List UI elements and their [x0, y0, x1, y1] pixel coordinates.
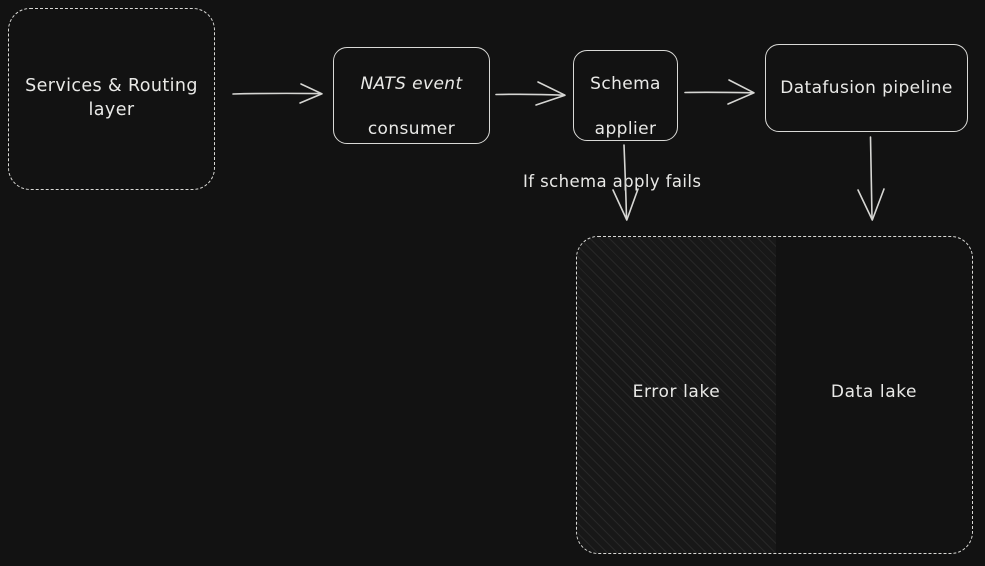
region-data-lake[interactable]: Data lake	[776, 237, 972, 553]
node-datafusion-pipeline[interactable]: Datafusion pipeline	[765, 44, 968, 132]
arrow-services-to-nats	[232, 83, 323, 104]
region-data-lake-label: Data lake	[830, 382, 918, 402]
node-nats-line2: consumer	[367, 119, 456, 140]
node-datafusion-pipeline-label: Datafusion pipeline	[780, 77, 953, 98]
lakes-container[interactable]: Error lake Data lake	[576, 236, 973, 554]
arrow-nats-to-schema-applier	[495, 81, 566, 106]
node-nats-event-consumer-label: NATS event consumer	[334, 50, 489, 142]
node-schema-applier-line1: Schema	[590, 73, 661, 94]
node-services-routing-layer-label: Services & Routing layer	[25, 76, 198, 120]
node-nats-event-consumer[interactable]: NATS event consumer	[333, 47, 490, 144]
node-nats-line1: NATS event	[360, 73, 463, 94]
edge-label-if-schema-apply-fails: If schema apply fails	[523, 172, 702, 191]
node-schema-applier-label: Schema applier	[574, 50, 677, 142]
region-error-lake-label: Error lake	[632, 382, 721, 402]
arrow-schema-applier-to-datafusion	[684, 79, 755, 105]
node-services-routing-layer[interactable]: Services & Routing layer	[8, 8, 215, 190]
node-schema-applier-line2: applier	[594, 119, 657, 140]
node-schema-applier[interactable]: Schema applier	[573, 50, 678, 141]
arrow-datafusion-to-data-lake	[857, 136, 885, 221]
region-error-lake[interactable]: Error lake	[577, 237, 776, 553]
